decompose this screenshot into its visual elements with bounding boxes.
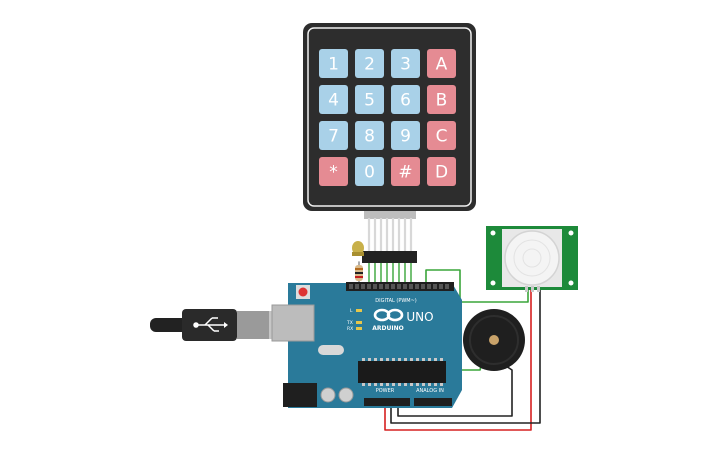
piezo-buzzer	[463, 309, 525, 371]
keypad-key[interactable]: 3	[391, 49, 420, 78]
keypad-key-label: 3	[400, 55, 411, 75]
keypad-key-face	[355, 157, 384, 186]
resistor	[355, 265, 363, 281]
wire-gnd-black	[390, 289, 541, 424]
crystal	[318, 345, 344, 355]
keypad-key[interactable]: 4	[319, 85, 348, 114]
keypad-key-label: 2	[364, 55, 375, 75]
analog-label: ANALOG IN	[416, 388, 444, 394]
keypad-key-label: #	[398, 163, 412, 183]
status-leds: L TX RX	[346, 308, 362, 332]
wire-5v-red	[384, 289, 532, 431]
pir-dome	[504, 230, 560, 286]
svg-text:RX: RX	[347, 326, 353, 332]
power-jack	[283, 383, 317, 407]
keypad-key-face	[427, 85, 456, 114]
keypad-key[interactable]: #	[391, 157, 420, 186]
keypad: 1 2 3 A 4 5 6 B 7 8 9 C * 0 # D	[303, 23, 476, 263]
keypad-keys: 1 2 3 A 4 5 6 B 7 8 9 C * 0 # D	[319, 49, 456, 186]
keypad-key[interactable]: D	[427, 157, 456, 186]
digital-label: DIGITAL (PWM~)	[375, 298, 417, 304]
keypad-key-face	[355, 85, 384, 114]
keypad-key-label: *	[329, 163, 338, 183]
keypad-key-label: C	[436, 127, 448, 147]
keypad-connector	[362, 211, 417, 263]
keypad-key-face	[319, 121, 348, 150]
atmega-chip	[358, 361, 446, 383]
keypad-key[interactable]: *	[319, 157, 348, 186]
keypad-key[interactable]: 5	[355, 85, 384, 114]
keypad-key-face	[427, 121, 456, 150]
keypad-key-label: 1	[328, 55, 339, 75]
svg-text:TX: TX	[346, 320, 353, 326]
keypad-key-face	[391, 85, 420, 114]
keypad-key-face	[355, 49, 384, 78]
power-label: POWER	[376, 388, 395, 394]
buzzer-center	[489, 335, 499, 345]
keypad-key-label: 0	[364, 163, 375, 183]
keypad-key-face	[391, 121, 420, 150]
keypad-key-label: 9	[400, 127, 411, 147]
keypad-key[interactable]: 7	[319, 121, 348, 150]
usb-jack	[271, 304, 315, 342]
keypad-key[interactable]: C	[427, 121, 456, 150]
power-header	[364, 398, 410, 406]
keypad-key[interactable]: B	[427, 85, 456, 114]
keypad-key-label: 7	[328, 127, 339, 147]
keypad-key-face	[391, 157, 420, 186]
capacitor-1	[320, 387, 336, 403]
led	[352, 241, 364, 256]
keypad-key-face	[319, 85, 348, 114]
keypad-key-face	[355, 121, 384, 150]
keypad-key-label: A	[436, 55, 448, 75]
keypad-key[interactable]: 8	[355, 121, 384, 150]
keypad-key[interactable]: A	[427, 49, 456, 78]
keypad-inner-border	[307, 27, 472, 207]
keypad-key-label: D	[435, 163, 448, 183]
keypad-key-label: B	[436, 91, 448, 111]
keypad-key-face	[319, 157, 348, 186]
keypad-key-label: 8	[364, 127, 375, 147]
keypad-key-label: 6	[400, 91, 411, 111]
keypad-key-label: 5	[364, 91, 375, 111]
usb-cable	[150, 309, 279, 341]
infinity-icon	[373, 308, 404, 322]
svg-text:L: L	[350, 308, 353, 314]
arduino-uno: DIGITAL (PWM~) ARDUINO UNO L TX RX	[271, 282, 462, 408]
pir-sensor	[486, 226, 578, 292]
arduino-logo: ARDUINO UNO	[372, 308, 434, 332]
analog-header	[414, 398, 452, 406]
keypad-key[interactable]: 1	[319, 49, 348, 78]
keypad-key-face	[319, 49, 348, 78]
keypad-key[interactable]: 0	[355, 157, 384, 186]
keypad-key[interactable]: 6	[391, 85, 420, 114]
usb-icon	[193, 317, 228, 332]
keypad-wires	[368, 261, 412, 283]
keypad-key[interactable]: 9	[391, 121, 420, 150]
arduino-model: UNO	[406, 310, 433, 324]
keypad-key-face	[427, 49, 456, 78]
capacitor-2	[338, 387, 354, 403]
keypad-key-face	[427, 157, 456, 186]
arduino-logo-text: ARDUINO	[372, 325, 403, 332]
keypad-key[interactable]: 2	[355, 49, 384, 78]
keypad-key-face	[391, 49, 420, 78]
keypad-key-label: 4	[328, 91, 339, 111]
